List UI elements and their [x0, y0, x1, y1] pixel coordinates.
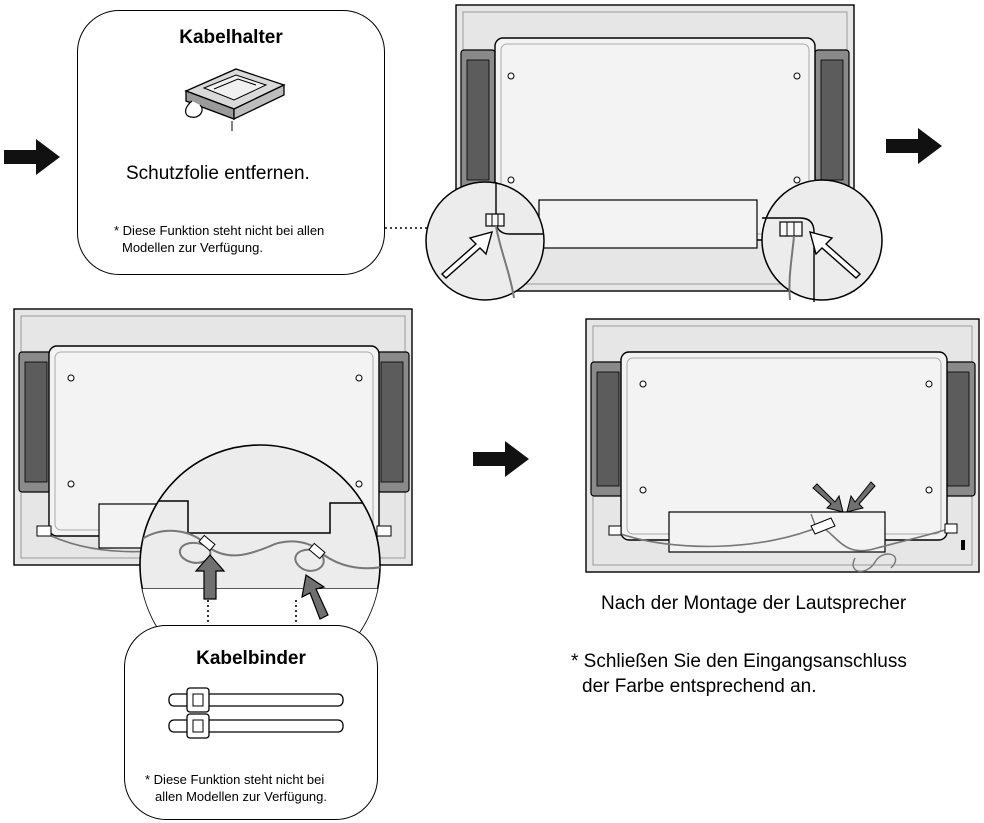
- cable-holder-instruction: Schutzfolie entfernen.: [126, 163, 310, 184]
- cable-tie-note-line1: * Diese Funktion steht nicht bei: [145, 772, 325, 787]
- cable-holder-leader-line: [385, 227, 429, 229]
- cable-holder-note-line1: * Diese Funktion steht nicht bei allen: [114, 223, 325, 238]
- step-arrow-middle-icon: [473, 441, 529, 477]
- step-arrow-left-icon: [4, 139, 60, 175]
- cable-tie-title: Kabelbinder: [196, 648, 306, 669]
- tv-rear-result: [585, 318, 980, 573]
- cable-holder-callout: Kabelhalter Schutzfolie entfernen. * Die…: [77, 10, 385, 275]
- result-note-line1: * Schließen Sie den Eingangsanschluss: [571, 651, 907, 672]
- cable-holder-note-line2: Modellen zur Verfügung.: [122, 240, 263, 255]
- result-note-line2: der Farbe entsprechend an.: [582, 676, 817, 697]
- cable-tie-note-line2: allen Modellen zur Verfügung.: [155, 789, 328, 804]
- step-arrow-right-top-icon: [886, 128, 942, 164]
- cable-tie-icon: [168, 687, 344, 739]
- cable-holder-title: Kabelhalter: [179, 27, 283, 48]
- cable-tie-callout: Kabelbinder * Diese Funktion steht nicht…: [124, 625, 378, 820]
- result-caption: Nach der Montage der Lautsprecher: [601, 593, 907, 614]
- zoom-circle-right: [761, 179, 883, 302]
- zoom-circle-left: [425, 181, 545, 301]
- cable-holder-clip-icon: [184, 68, 286, 131]
